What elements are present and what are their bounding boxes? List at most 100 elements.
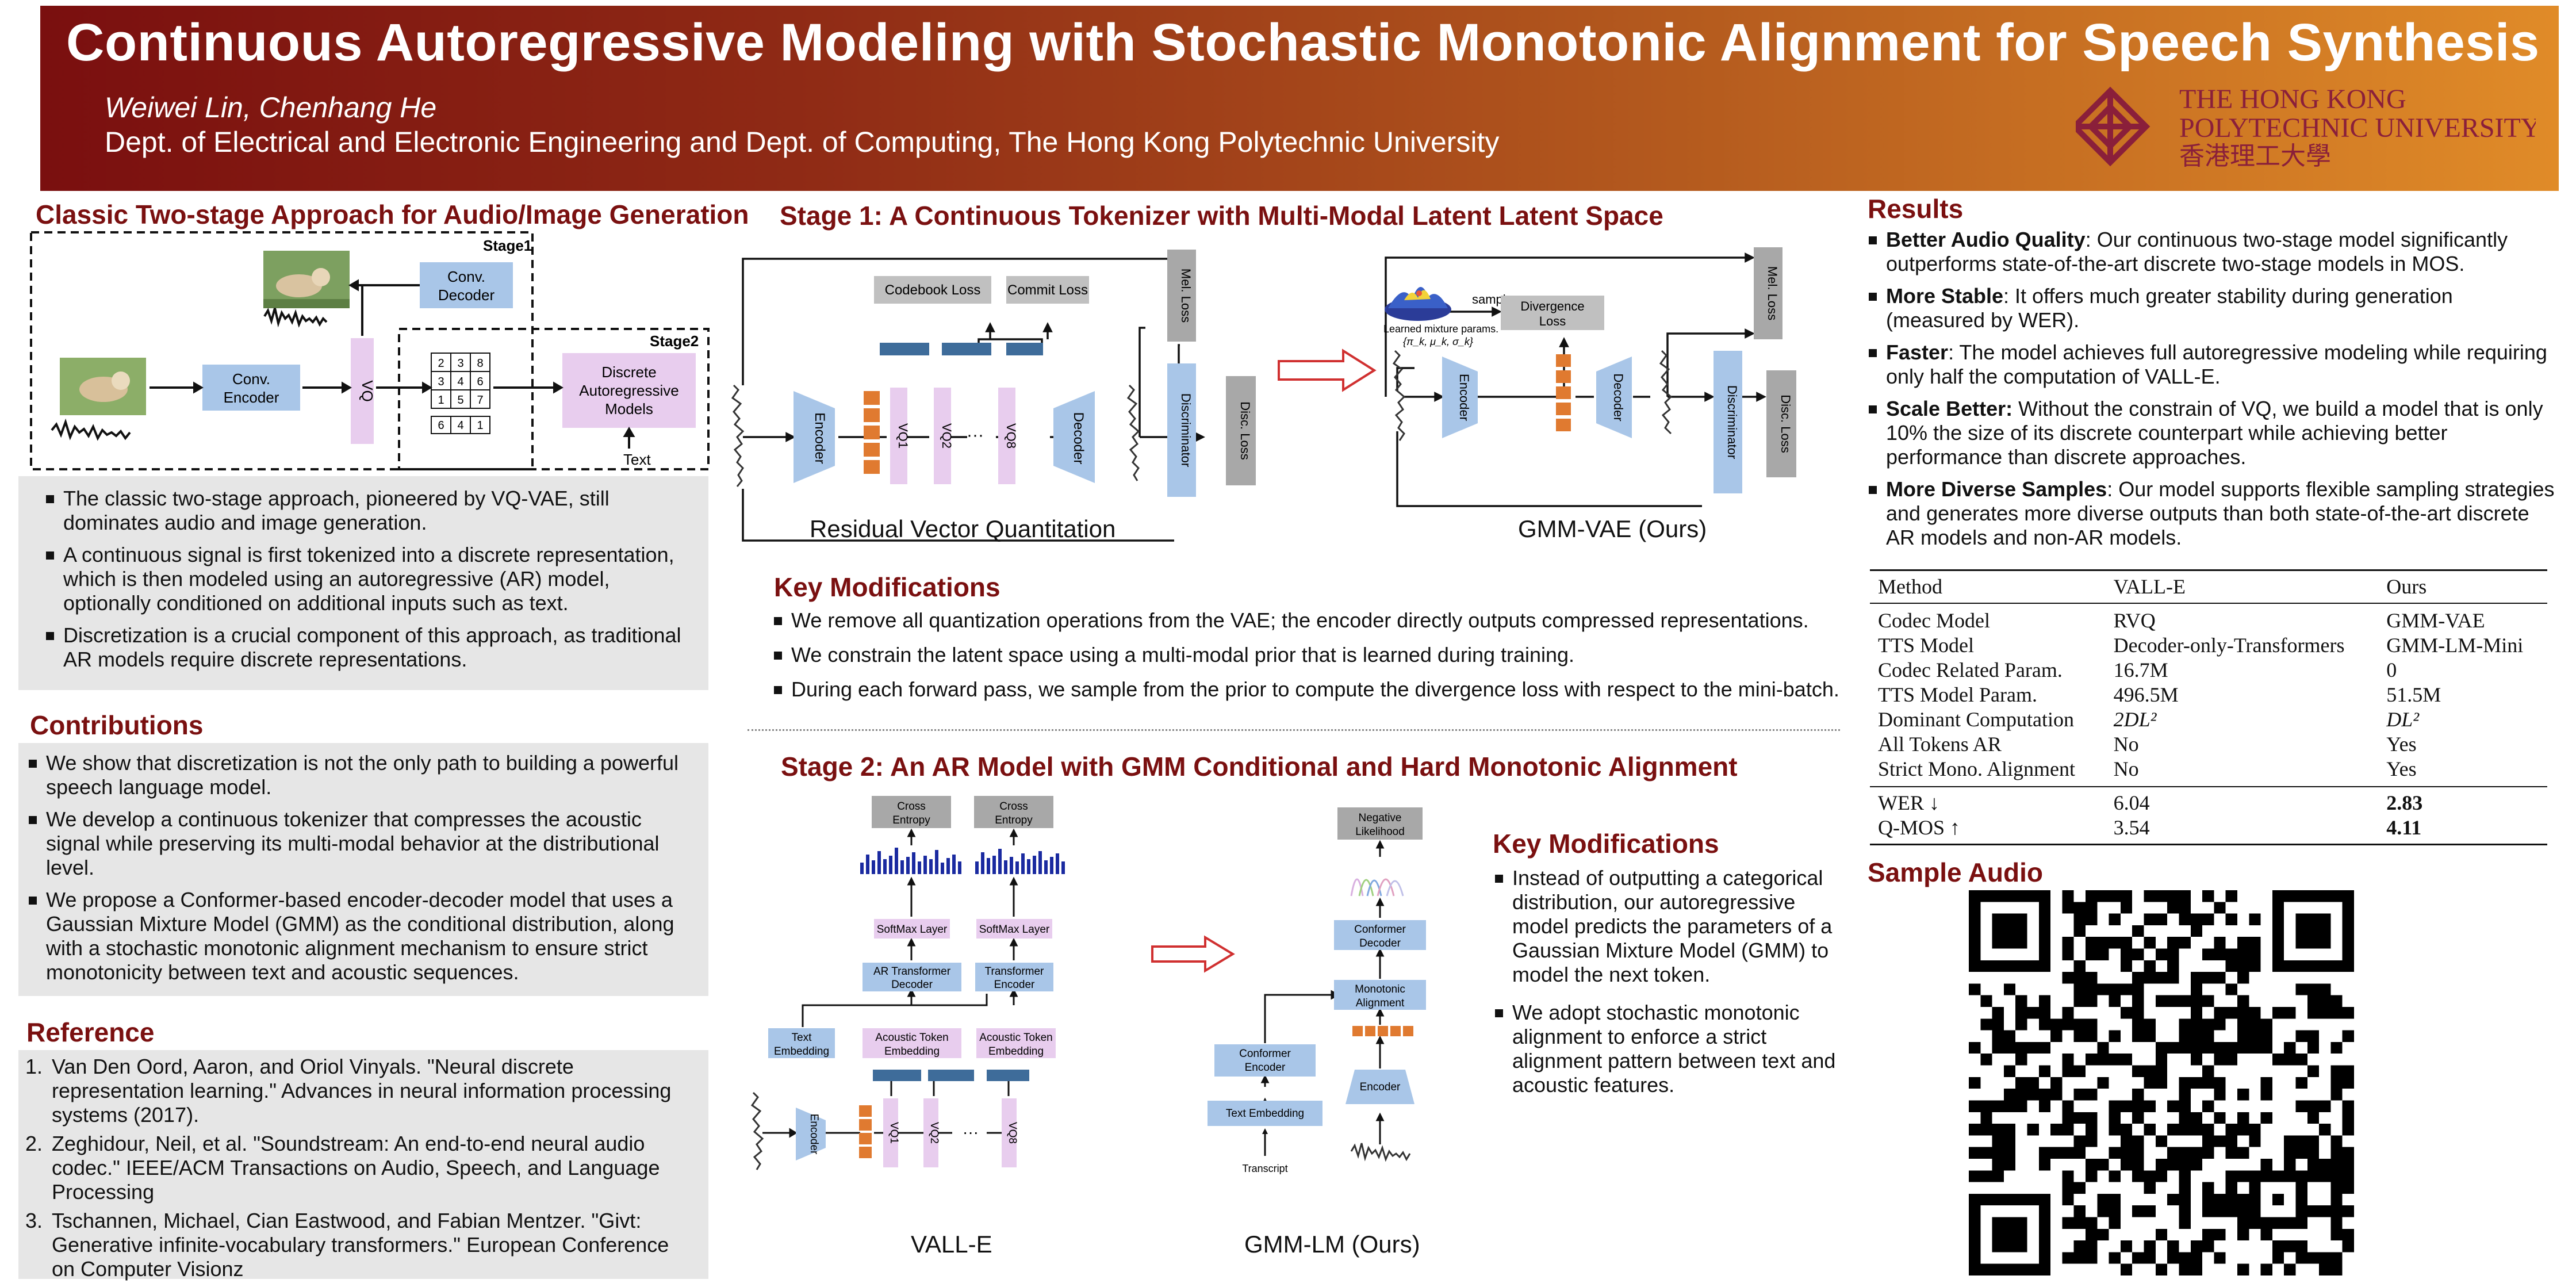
svg-text:Negative: Negative: [1359, 812, 1402, 824]
svg-text:Decoder: Decoder: [1359, 937, 1401, 949]
svg-text:Encoder: Encoder: [808, 1114, 820, 1155]
svg-text:VQ1: VQ1: [888, 1122, 900, 1144]
svg-text:Entropy: Entropy: [892, 814, 930, 826]
svg-text:Disc. Loss: Disc. Loss: [1238, 401, 1252, 459]
svg-text:Transformer: Transformer: [985, 966, 1044, 978]
svg-text:Monotonic: Monotonic: [1355, 983, 1405, 995]
discrete-models-box: [562, 353, 696, 428]
contributions-title: Contributions: [30, 710, 204, 740]
vq1-box: [890, 388, 907, 484]
svg-text:AR Transformer: AR Transformer: [873, 966, 951, 978]
result-bullet: More Stable: It offers much greater stab…: [1866, 284, 2556, 332]
svg-text:6: 6: [438, 419, 444, 432]
svg-text:Encoder: Encoder: [224, 389, 279, 406]
affiliation: Dept. of Electrical and Electronic Engin…: [105, 126, 1500, 158]
svg-text:Cross: Cross: [999, 800, 1028, 813]
sample-audio-qr-code[interactable]: [1969, 890, 2354, 1275]
svg-text:Encoder: Encoder: [1457, 374, 1471, 421]
vq2-box: [934, 388, 951, 484]
gmm-surface-icon: [1385, 286, 1451, 321]
svg-text:Commit Loss: Commit Loss: [1007, 282, 1088, 298]
key-mod-1-bullet: We remove all quantization operations fr…: [772, 608, 1841, 633]
classic-two-stage-diagram: Stage1 Stage2 Conv. Decoder Conv. Encode…: [29, 231, 713, 473]
results-list: Better Audio Quality: Our continuous two…: [1866, 228, 2556, 558]
gmm-mel-loss-box: [1754, 247, 1782, 339]
svg-text:3: 3: [438, 376, 444, 388]
svg-text:1: 1: [477, 419, 483, 432]
neg-likelihood-box: [1337, 807, 1423, 840]
svg-text:Transcript: Transcript: [1242, 1163, 1287, 1174]
reference-item: 1.Van Den Oord, Aaron, and Oriol Vinyals…: [25, 1055, 672, 1127]
svg-text:4: 4: [457, 376, 463, 388]
disc-loss-box: [1226, 376, 1256, 485]
key-mod-2-list: Instead of outputting a categorical dist…: [1493, 866, 1843, 1105]
gmm-vae-diagram: Learned mixture params. {π_k, μ_k, σ_k} …: [1380, 242, 1805, 518]
svg-text:Acoustic Token: Acoustic Token: [875, 1032, 948, 1044]
reference-item: 3.Tschannen, Michael, Cian Eastwood, and…: [25, 1209, 669, 1281]
valle-diagram: Cross Entropy Cross Entropy: [745, 788, 1148, 1213]
dog-image-output: [263, 251, 350, 308]
results-title: Results: [1868, 194, 1964, 224]
svg-text:Text Embedding: Text Embedding: [1226, 1108, 1304, 1120]
ar-transformer-decoder: [862, 963, 961, 991]
svg-text:3: 3: [457, 357, 463, 370]
key-mod-2-title: Key Modifications: [1493, 829, 1719, 859]
gmm-decoder: [1596, 357, 1632, 438]
gmmlm-conformer-encoder: [1214, 1044, 1316, 1077]
key-mod-1-title: Key Modifications: [774, 572, 1000, 602]
conformer-decoder: [1334, 920, 1426, 950]
svg-text:5: 5: [457, 394, 463, 407]
svg-text:POLYTECHNIC UNIVERSITY: POLYTECHNIC UNIVERSITY: [2179, 113, 2536, 143]
svg-text:VQ2: VQ2: [928, 1122, 940, 1144]
svg-text:2: 2: [438, 357, 444, 370]
valle-vq1: [883, 1098, 898, 1167]
result-bullet: Scale Better: Without the constrain of V…: [1866, 397, 2556, 469]
svg-text:Loss: Loss: [1539, 314, 1566, 328]
svg-text:SoftMax Layer: SoftMax Layer: [979, 924, 1050, 936]
valle-vq8: [1002, 1098, 1017, 1167]
university-logo: THE HONG KONG POLYTECHNIC UNIVERSITY 香港理…: [2070, 81, 2541, 173]
valle-acoustic-embedding-2: [976, 1028, 1056, 1058]
classic-bullets-panel: The classic two-stage approach, pioneere…: [18, 476, 708, 690]
svg-text:Decoder: Decoder: [438, 286, 495, 304]
transition-arrow-2-icon: [1150, 935, 1236, 973]
commit-loss-box: [1006, 276, 1089, 304]
classic-bullet: Discretization is a crucial component of…: [44, 623, 695, 672]
token-grid: 2 3 8 3 4 6 1 5 7 6 4 1: [431, 353, 490, 434]
svg-text:Likelihood: Likelihood: [1355, 826, 1405, 838]
valle-ce-box-1: [872, 796, 951, 828]
authors: Weiwei Lin, Chenhang He: [105, 91, 437, 124]
svg-text:Embedding: Embedding: [884, 1045, 940, 1058]
svg-text:{π_k, μ_k, σ_k}: {π_k, μ_k, σ_k}: [1403, 336, 1473, 347]
gmm-encoder: [1442, 357, 1478, 438]
svg-text:Discrete: Discrete: [601, 363, 656, 381]
dog-image-input: [60, 358, 146, 415]
svg-text:Disc. Loss: Disc. Loss: [1778, 394, 1793, 453]
classic-bullet: A continuous signal is first tokenized i…: [44, 543, 695, 615]
codebook-loss-box: [874, 276, 991, 304]
svg-text:Encoder: Encoder: [812, 412, 827, 464]
discriminator-box: [1167, 363, 1196, 497]
svg-text:VQ2: VQ2: [940, 423, 954, 449]
valle-caption: VALL-E: [911, 1231, 992, 1258]
monotonic-alignment: [1334, 980, 1426, 1010]
gmmlm-latent: [1352, 1026, 1413, 1036]
stage2-label: Stage2: [650, 332, 699, 350]
rvq-decoder: [1053, 391, 1095, 483]
svg-text:Encoder: Encoder: [994, 979, 1035, 991]
gmmlm-encoder: [1346, 1070, 1414, 1104]
vq-box: [351, 338, 374, 444]
svg-text:Discriminator: Discriminator: [1179, 393, 1193, 467]
stage1-label: Stage1: [483, 237, 532, 254]
svg-text:Decoder: Decoder: [1071, 412, 1086, 465]
svg-text:Decoder: Decoder: [1611, 373, 1626, 421]
result-bullet: Better Audio Quality: Our continuous two…: [1866, 228, 2556, 276]
contribution-bullet: We propose a Conformer-based encoder-dec…: [26, 888, 695, 985]
